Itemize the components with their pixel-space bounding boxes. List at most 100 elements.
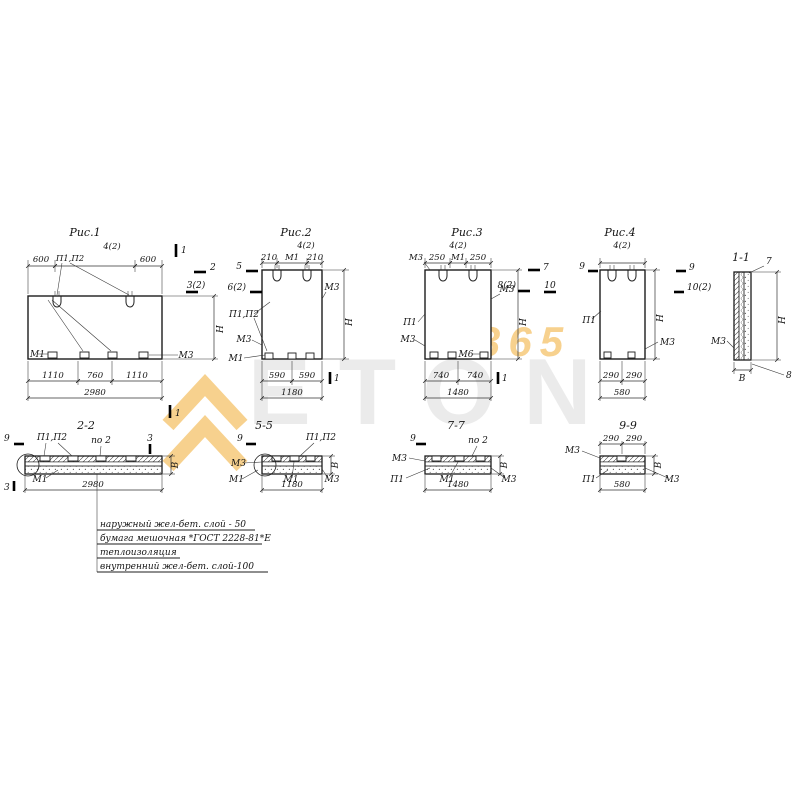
sec11-outline xyxy=(733,271,752,361)
sec55-embed-plates xyxy=(271,455,316,462)
fig3-dim-250-left: 250 xyxy=(428,253,446,263)
fig3-dim-740-right: 740 xyxy=(467,371,484,381)
fig2-height-label: Н xyxy=(345,318,355,327)
sec55-total-dim: 1180 xyxy=(281,480,303,490)
lifting-loop-icon xyxy=(438,265,448,282)
figure-3: Рис.3 xyxy=(400,226,556,401)
sec22-outline xyxy=(24,455,163,475)
sec55-leader-lines xyxy=(241,442,329,480)
sec55-m3-left-label: М3 xyxy=(230,459,246,469)
logo-chevron-icon xyxy=(162,414,248,472)
fig3-height-label: Н xyxy=(519,318,529,327)
sec55-m3-right-label: М3 xyxy=(324,475,340,485)
fig4-height-label: Н xyxy=(656,314,666,323)
sec99-embed-plate xyxy=(616,455,627,462)
sec11-width-label: В xyxy=(738,374,746,384)
sec11-m3-label: М3 xyxy=(710,337,726,347)
fig2-dimensions xyxy=(259,258,349,401)
sec22-leader-lines xyxy=(43,442,102,479)
sec77-insulation-layer xyxy=(424,461,492,467)
sec11-title: 1-1 xyxy=(732,251,750,264)
sec77-dimensions xyxy=(422,453,504,493)
sec22-section-flags xyxy=(12,442,152,491)
sec22-width-label: В xyxy=(171,461,181,469)
sec99-total-dim: 580 xyxy=(614,480,631,490)
legend-line-inner-layer: внутренний жел-бет. слой-100 xyxy=(100,561,254,572)
sec99-title: 9-9 xyxy=(619,419,637,432)
section-1-1: 1-1 7 Н М3 В 8 xyxy=(710,251,792,384)
fig1-dim-760: 760 xyxy=(87,371,104,381)
sec77-m3-right-label: М3 xyxy=(501,475,517,485)
section-9-9: 9-9 290 290 М3 П1 М3 В 580 xyxy=(564,419,680,493)
fig1-cut3-flag: 3(2) xyxy=(187,280,206,291)
figure-1: Рис.1 xyxy=(25,226,226,419)
fig1-m1-label: М1 xyxy=(29,350,45,360)
fig2-dim-590-right: 590 xyxy=(299,371,316,381)
fig3-cut7-flag: 7 xyxy=(543,263,549,273)
sec11-insulation-layer xyxy=(738,271,745,361)
fig2-cut4-label: 4(2) xyxy=(296,240,314,251)
sec11-height-label: Н xyxy=(778,316,788,325)
fig2-m1-label: М1 xyxy=(228,354,244,364)
sec22-plates-label: П1,П2 xyxy=(36,433,67,443)
sec77-width-label: В xyxy=(500,461,510,469)
fig1-height-label: Н xyxy=(216,325,226,334)
sec11-cut7-flag: 7 xyxy=(766,257,772,267)
sec77-inner-layer xyxy=(424,465,492,475)
fig2-dim-590-left: 590 xyxy=(269,371,286,381)
lifting-loop-icon xyxy=(607,265,617,282)
figure-2: Рис.2 xyxy=(228,226,355,401)
sec77-embed-plates xyxy=(431,455,486,462)
sec99-dimensions-top xyxy=(597,441,648,454)
lifting-loop-icon xyxy=(627,265,637,282)
fig2-cut5-flag: 5 xyxy=(236,262,242,272)
sec55-dimensions xyxy=(259,453,335,493)
sec11-cut8-flag: 8 xyxy=(786,371,792,381)
fig1-title: Рис.1 xyxy=(68,226,100,239)
lifting-loop-icon xyxy=(468,265,478,282)
fig3-cut4-label: 4(2) xyxy=(448,240,466,251)
sec55-m1-mid-label: М1 xyxy=(283,475,299,485)
sec22-detail-circle xyxy=(16,453,40,477)
fig1-dim-1110-left: 1110 xyxy=(42,371,64,381)
fig4-cut10-flag: 10(2) xyxy=(687,282,712,293)
fig3-total-dim: 1480 xyxy=(447,388,469,398)
sec77-m3-left-label: М3 xyxy=(391,454,407,464)
sec55-m1-left-label: М1 xyxy=(228,475,244,485)
fig1-plates-label: П1,П2 xyxy=(55,254,84,264)
fig3-m3-top-label: М3 xyxy=(408,253,423,263)
fig2-m3-left-label: М3 xyxy=(236,335,252,345)
fig2-panel xyxy=(261,269,323,360)
fig1-dim-600-left: 600 xyxy=(33,255,50,265)
sec99-m3-left-label: М3 xyxy=(564,446,580,456)
fig2-m1-top-label: М1 xyxy=(284,253,299,263)
sec99-inner-layer xyxy=(599,465,646,475)
lifting-loop-icon xyxy=(272,265,282,282)
fig1-panel xyxy=(27,295,163,360)
sec99-dim-290-right: 290 xyxy=(625,434,643,444)
fig2-embed-plates xyxy=(264,352,315,360)
fig1-cut1-flag-top: 1 xyxy=(181,246,187,256)
fig2-title: Рис.2 xyxy=(279,226,311,239)
fig1-cut4-label: 4(2) xyxy=(102,241,120,252)
sec99-p1-label: П1 xyxy=(581,475,596,485)
fig3-section-flags xyxy=(496,268,556,384)
sec11-outer-layer xyxy=(733,271,740,361)
fig1-dimensions xyxy=(25,260,218,401)
sec22-insulation-layer xyxy=(24,461,163,467)
sec22-inner-layer xyxy=(24,465,163,475)
legend-line-outer-layer: наружный жел-бет. слой - 50 xyxy=(100,519,246,530)
fig1-cut2-flag: 2 xyxy=(209,263,216,273)
sec55-title: 5-5 xyxy=(255,419,273,432)
section-5-5: 5-5 9 П1,П2 М3 М1 М1 М3 В 1180 xyxy=(228,419,341,493)
sec55-plates-label: П1,П2 xyxy=(305,433,336,443)
sec99-dim-290-left: 290 xyxy=(602,434,620,444)
fig4-section-flags xyxy=(588,269,686,294)
fig2-m3-right-label: М3 xyxy=(324,283,340,293)
fig4-dim-290-left: 290 xyxy=(602,371,620,381)
fig3-leader-lines xyxy=(414,261,501,355)
fig4-cut9-flag-left: 9 xyxy=(579,262,585,272)
sec22-embed-plates xyxy=(39,455,137,462)
